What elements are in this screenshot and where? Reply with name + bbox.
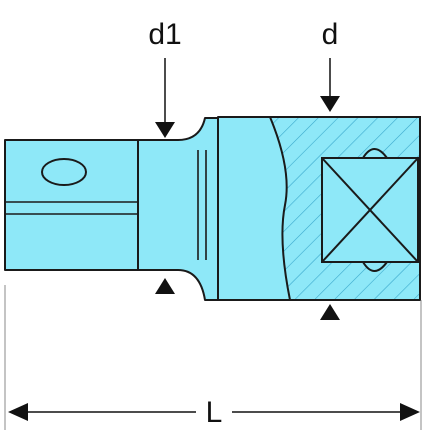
ball-detent	[41, 158, 87, 186]
d1-dimension: d1	[148, 18, 182, 294]
length-arrow-right	[400, 403, 420, 421]
length-label: L	[206, 396, 223, 429]
length-dimension: L	[4, 285, 422, 430]
length-arrow-left	[8, 403, 28, 421]
square-socket-cavity	[321, 148, 419, 272]
d1-arrow-down	[155, 122, 175, 138]
d-arrow-down	[320, 96, 340, 112]
d-arrow-up	[320, 304, 340, 320]
detail-lines	[5, 150, 207, 260]
d1-arrow-up	[155, 278, 175, 294]
shank	[137, 117, 221, 301]
d1-label: d1	[148, 18, 181, 51]
d-label: d	[322, 18, 339, 51]
d-dimension: d	[320, 18, 340, 320]
